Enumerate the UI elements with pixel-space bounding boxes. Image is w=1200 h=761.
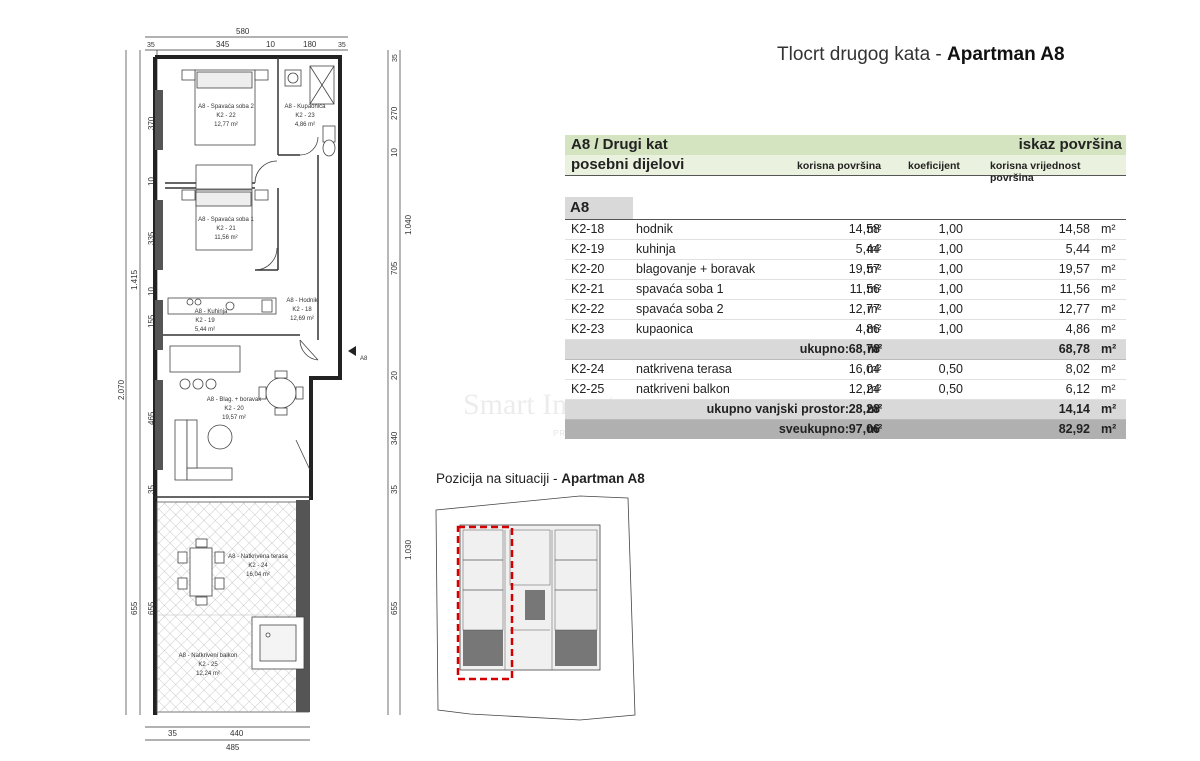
room-label: A8 - Hodnik (286, 298, 318, 304)
room-label: K2 - 19 (195, 318, 215, 324)
room-label: 11,56 m² (214, 235, 237, 241)
furniture (167, 65, 336, 481)
table-header: A8 / Drugi kat iskaz površina (565, 135, 1126, 155)
dim-label: 35 (168, 729, 177, 738)
room-label: 12,69 m² (290, 316, 314, 322)
room-label: 5,44 m² (195, 327, 215, 333)
situation-plan (435, 495, 636, 721)
dim-label: 655 (130, 601, 139, 615)
room-labels: A8 - Spavaća soba 2 K2 - 22 12,77 m² A8 … (179, 104, 327, 677)
dim-label: 1.415 (130, 269, 139, 290)
table-title-right: iskaz površina (1018, 136, 1122, 153)
dim-label: 35 (147, 42, 155, 49)
dim-label: 705 (390, 261, 399, 275)
page-title: Tlocrt drugog kata - Apartman A8 (777, 44, 1065, 66)
dim-label: 1.030 (404, 539, 413, 560)
col-area-header: korisna površina (797, 160, 882, 172)
situation-dark-areas (463, 590, 597, 666)
room-label: 16,04 m² (246, 572, 270, 578)
dimension-labels: 580 35 345 10 180 35 35 440 485 (147, 27, 346, 752)
room-label: A8 - Spavaća soba 2 (198, 104, 254, 110)
apartment-label: A8 (565, 197, 633, 219)
room-label: K2 - 24 (248, 563, 268, 569)
dim-label: 20 (390, 371, 399, 380)
title-apartment: Apartman A8 (947, 44, 1065, 65)
room-label: K2 - 20 (224, 406, 244, 412)
room-label: 19,57 m² (222, 415, 246, 421)
dim-label: 345 (216, 40, 230, 49)
terrace-furniture (177, 538, 305, 670)
area-table: A8 / Drugi kat iskaz površina posebni di… (565, 135, 1126, 439)
room-label: A8 - Kupaonica (284, 104, 326, 110)
table-title-left: A8 / Drugi kat (571, 136, 668, 153)
apartment-position-marker (456, 525, 514, 681)
dim-label: 10 (390, 148, 399, 157)
dim-label: 465 (147, 411, 156, 425)
dim-label: 485 (226, 743, 240, 752)
dim-label: 35 (392, 54, 399, 62)
entrance-arrow-icon (348, 346, 356, 356)
situation-title: Pozicija na situaciji - Apartman A8 (436, 471, 645, 486)
table-subheader: posebni dijelovi korisna površina koefic… (565, 155, 1126, 184)
dim-label: 340 (390, 431, 399, 445)
room-label: K2 - 22 (216, 113, 236, 119)
room-label: K2 - 23 (295, 113, 315, 119)
dim-label: 440 (230, 729, 244, 738)
room-label: K2 - 21 (216, 226, 236, 232)
terrace-crosshatch (157, 502, 309, 712)
dim-label: 35 (338, 42, 346, 49)
col-coef-header: koeficijent (908, 160, 960, 172)
dim-label: 370 (147, 116, 156, 130)
floor-plan: 580 35 345 10 180 35 35 440 485 2.070 1.… (117, 27, 413, 752)
room-label: A8 - Kuhinja (195, 309, 228, 315)
wall-slabs (155, 90, 163, 470)
table-sub-left: posebni dijelovi (571, 156, 685, 173)
dim-label: 35 (147, 485, 156, 494)
room-label: A8 - Blag. + boravak (207, 397, 263, 403)
room-label: A8 - Spavaća soba 1 (198, 217, 254, 223)
room-label: 12,77 m² (214, 122, 238, 128)
dim-label: 270 (390, 106, 399, 120)
apartment-row: A8 (565, 197, 1126, 220)
room-label: K2 - 18 (292, 307, 312, 313)
dim-label: 180 (303, 40, 317, 49)
dim-label: 655 (390, 601, 399, 615)
situation-rooms (462, 529, 598, 670)
room-label: A8 - Natkriveni balkon (179, 653, 238, 659)
room-label: A8 - Natkrivena terasa (228, 554, 288, 560)
dim-label: 35 (390, 485, 399, 494)
dim-label: 10 (266, 40, 275, 49)
dim-label: 10 (147, 287, 156, 296)
col-value-header: korisna vrijednost površina (990, 160, 1081, 184)
dim-label: 10 (147, 177, 156, 186)
dim-label: 155 (147, 314, 156, 328)
vertical-dimension-labels: 2.070 1.415 370 10 335 10 155 465 35 655… (117, 54, 413, 615)
entrance-label: A8 (360, 356, 368, 362)
terrace-wall (296, 500, 310, 712)
room-label: 12,24 m² (196, 671, 220, 677)
dim-label: 335 (147, 231, 156, 245)
title-prefix: Tlocrt drugog kata - (777, 44, 948, 65)
dim-label: 580 (236, 27, 250, 36)
room-label: K2 - 25 (198, 662, 218, 668)
dim-label: 655 (147, 601, 156, 615)
dim-label: 1.040 (404, 214, 413, 235)
room-label: 4,86 m² (295, 122, 315, 128)
door-swings (254, 136, 319, 471)
dim-label: 2.070 (117, 379, 126, 400)
